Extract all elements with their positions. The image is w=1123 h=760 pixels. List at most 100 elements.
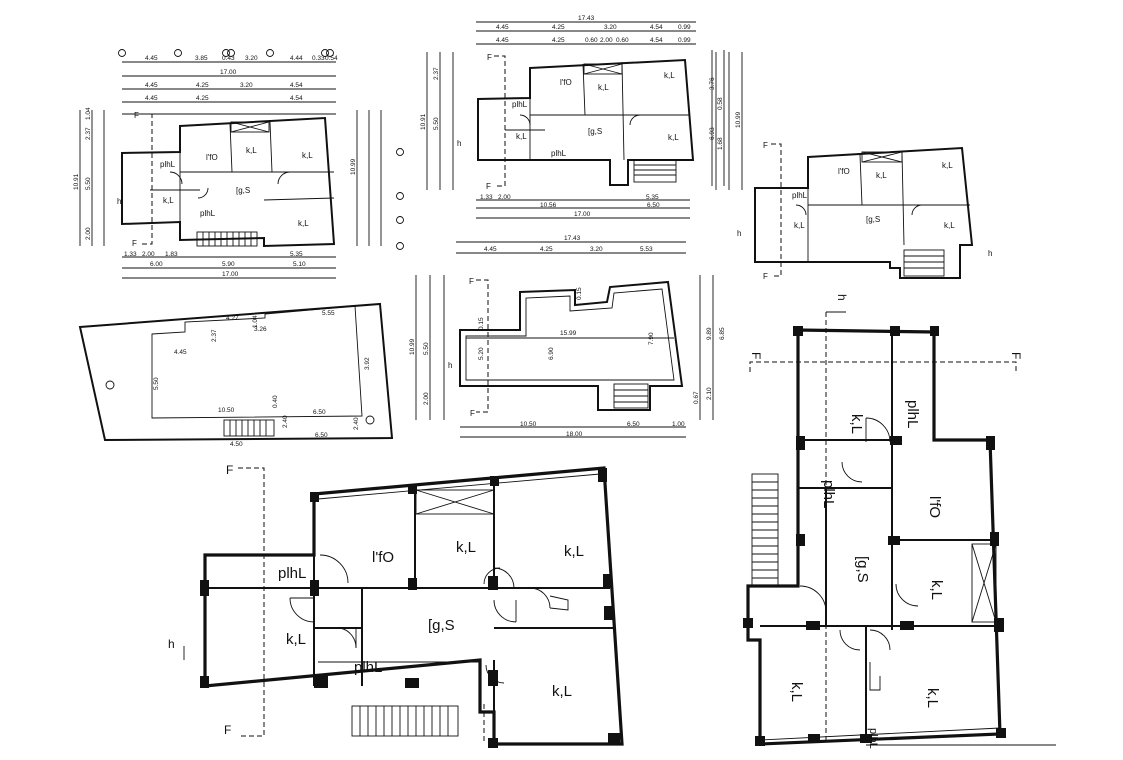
dim-label: 6.85	[719, 327, 726, 340]
room-label-bedroom: k,L	[298, 219, 309, 228]
grid-marker	[227, 49, 235, 57]
room-label-bath: plhL	[867, 728, 879, 749]
dim-label: 3.76	[709, 77, 716, 90]
roof-stairs	[613, 383, 649, 409]
room-label-bedroom: k,L	[848, 414, 865, 434]
room-label-bath: plhL	[160, 160, 176, 169]
dim-label: 4.54	[650, 24, 663, 31]
dim-label: 0.60	[616, 37, 629, 44]
room-label-bath: plhL	[820, 480, 837, 508]
dim-label: 2.37	[433, 67, 440, 80]
section-cut-label: F	[487, 53, 492, 62]
dim-label: 2.00	[498, 194, 511, 201]
plan-c: l'fO k,L k,L [g,S plhL k,L k,L F F h h 0…	[711, 50, 992, 281]
room-label-bath: plhL	[551, 149, 567, 158]
plan-c-stairs	[903, 249, 945, 277]
roof-vertical-dims: 10.99 5.50 2.00 9.89 6.85 2.10 0.67	[409, 275, 726, 420]
section-cut-label: F	[469, 277, 474, 286]
room-label-bedroom: k,L	[944, 221, 955, 230]
dim-label: 5.53	[640, 246, 653, 253]
room-label-bedroom: k,L	[246, 146, 257, 155]
dim-label: 18.00	[566, 431, 583, 438]
grid-marker	[266, 49, 274, 57]
grid-marker	[396, 148, 404, 156]
dim-label: 5.35	[290, 251, 303, 258]
room-label-bedroom: k,L	[552, 683, 572, 700]
dim-label: 6.50	[627, 421, 640, 428]
dim-label: 0.99	[678, 24, 691, 31]
site-plan: 4.27 5.55 3.26 1.04 2.37 4.45 5.50 10.50…	[78, 302, 394, 448]
dim-label: 3.26	[254, 326, 267, 333]
dim-label: 4.27	[226, 315, 239, 322]
dim-label: 4.45	[496, 37, 509, 44]
room-label-bedroom: k,L	[924, 688, 941, 708]
room-label-kitchen: l'fO	[838, 167, 850, 176]
dim-label: 0.67	[693, 391, 700, 404]
elevation-label: h	[168, 637, 175, 651]
room-label-bedroom: k,L	[942, 161, 953, 170]
dim-label: 1.33	[124, 251, 137, 258]
dim-label: 1.04	[252, 315, 259, 328]
dim-label: 1.04	[85, 107, 92, 120]
dim-label: 4.45	[484, 246, 497, 253]
grid-marker	[222, 49, 230, 57]
dim-label: 17.00	[574, 211, 591, 218]
dim-label: 4.25	[552, 24, 565, 31]
plan-b-vertical-dims: 10.91 5.50 2.37 10.99 3.76 6.93	[420, 52, 743, 190]
room-label-bedroom: k,L	[564, 543, 584, 560]
dim-label: 5.10	[293, 261, 306, 268]
dim-label: 2.00	[142, 251, 155, 258]
dim-label: 5.20	[478, 347, 485, 360]
dim-label: 6.93	[709, 127, 716, 140]
large-plan-rotated-stairs	[751, 473, 779, 587]
dim-label: 2.37	[85, 127, 92, 140]
dim-label: 0.60	[585, 37, 598, 44]
dim-label: 2.10	[706, 387, 713, 400]
room-label-bedroom: k,L	[876, 171, 887, 180]
dim-label: 0.54	[325, 55, 338, 62]
dim-label: 17.00	[222, 271, 239, 278]
grid-marker	[174, 49, 182, 57]
section-cut-label: F	[226, 463, 233, 477]
grid-marker	[321, 49, 329, 57]
section-cut-label: F	[763, 141, 768, 150]
level-marker	[105, 380, 115, 390]
room-label-bath: plhL	[792, 191, 808, 200]
plan-b-top-dims: 17.43 4.45 4.25 3.20 4.54 0.99 4.45 4.25…	[476, 15, 696, 45]
dim-label: 4.54	[650, 37, 663, 44]
dim-label: 4.25	[196, 82, 209, 89]
room-label-bedroom: k,L	[286, 631, 306, 648]
plan-c-vertical-dims: 0.58 1.68	[711, 50, 725, 186]
dim-label: 10.50	[520, 421, 537, 428]
dim-label: 5.90	[222, 261, 235, 268]
large-plan-main: l'fO k,L k,L plhL k,L [g,S plhL k,L F F …	[168, 463, 624, 748]
dim-label: 0.43	[222, 55, 235, 62]
plan-a-bottom-dims: 1.33 2.00 1.83 5.35 6.00 5.90 5.10 17.00	[122, 251, 336, 279]
roof-top-dims: 17.43 4.45 4.25 3.20 5.53	[456, 235, 686, 254]
site-stairs	[223, 419, 275, 437]
room-label-kitchen: l'fO	[560, 78, 572, 87]
room-label-bedroom: k,L	[456, 539, 476, 556]
dim-label: 3.20	[604, 24, 617, 31]
room-label-bedroom: k,L	[302, 151, 313, 160]
room-label-bedroom: k,L	[788, 682, 805, 702]
room-label-bedroom: k,L	[163, 196, 174, 205]
dim-label: 17.43	[564, 235, 581, 242]
room-label-bedroom: k,L	[516, 132, 527, 141]
elevation-label: h	[457, 139, 461, 148]
dim-label: 1.83	[165, 251, 178, 258]
section-cut-label: F	[134, 111, 139, 120]
dim-label: 10.99	[735, 111, 742, 128]
dim-label: 15.99	[560, 330, 577, 337]
elevation-label: h	[835, 294, 849, 301]
dim-label: 6.50	[313, 409, 326, 416]
dim-label: 6.00	[150, 261, 163, 268]
dim-label: 1.00	[672, 421, 685, 428]
dim-label: 0.15	[576, 287, 583, 300]
room-label-salon: [g,S	[588, 127, 602, 136]
section-cut-label: F	[763, 272, 768, 281]
plan-a-top-dims: 4.45 3.85 0.43 3.20 4.44 0.33 0.54 17.00…	[118, 49, 338, 115]
dim-label: 2.00	[600, 37, 613, 44]
room-label-salon: [g,S	[866, 215, 880, 224]
dim-label: 3.20	[590, 246, 603, 253]
